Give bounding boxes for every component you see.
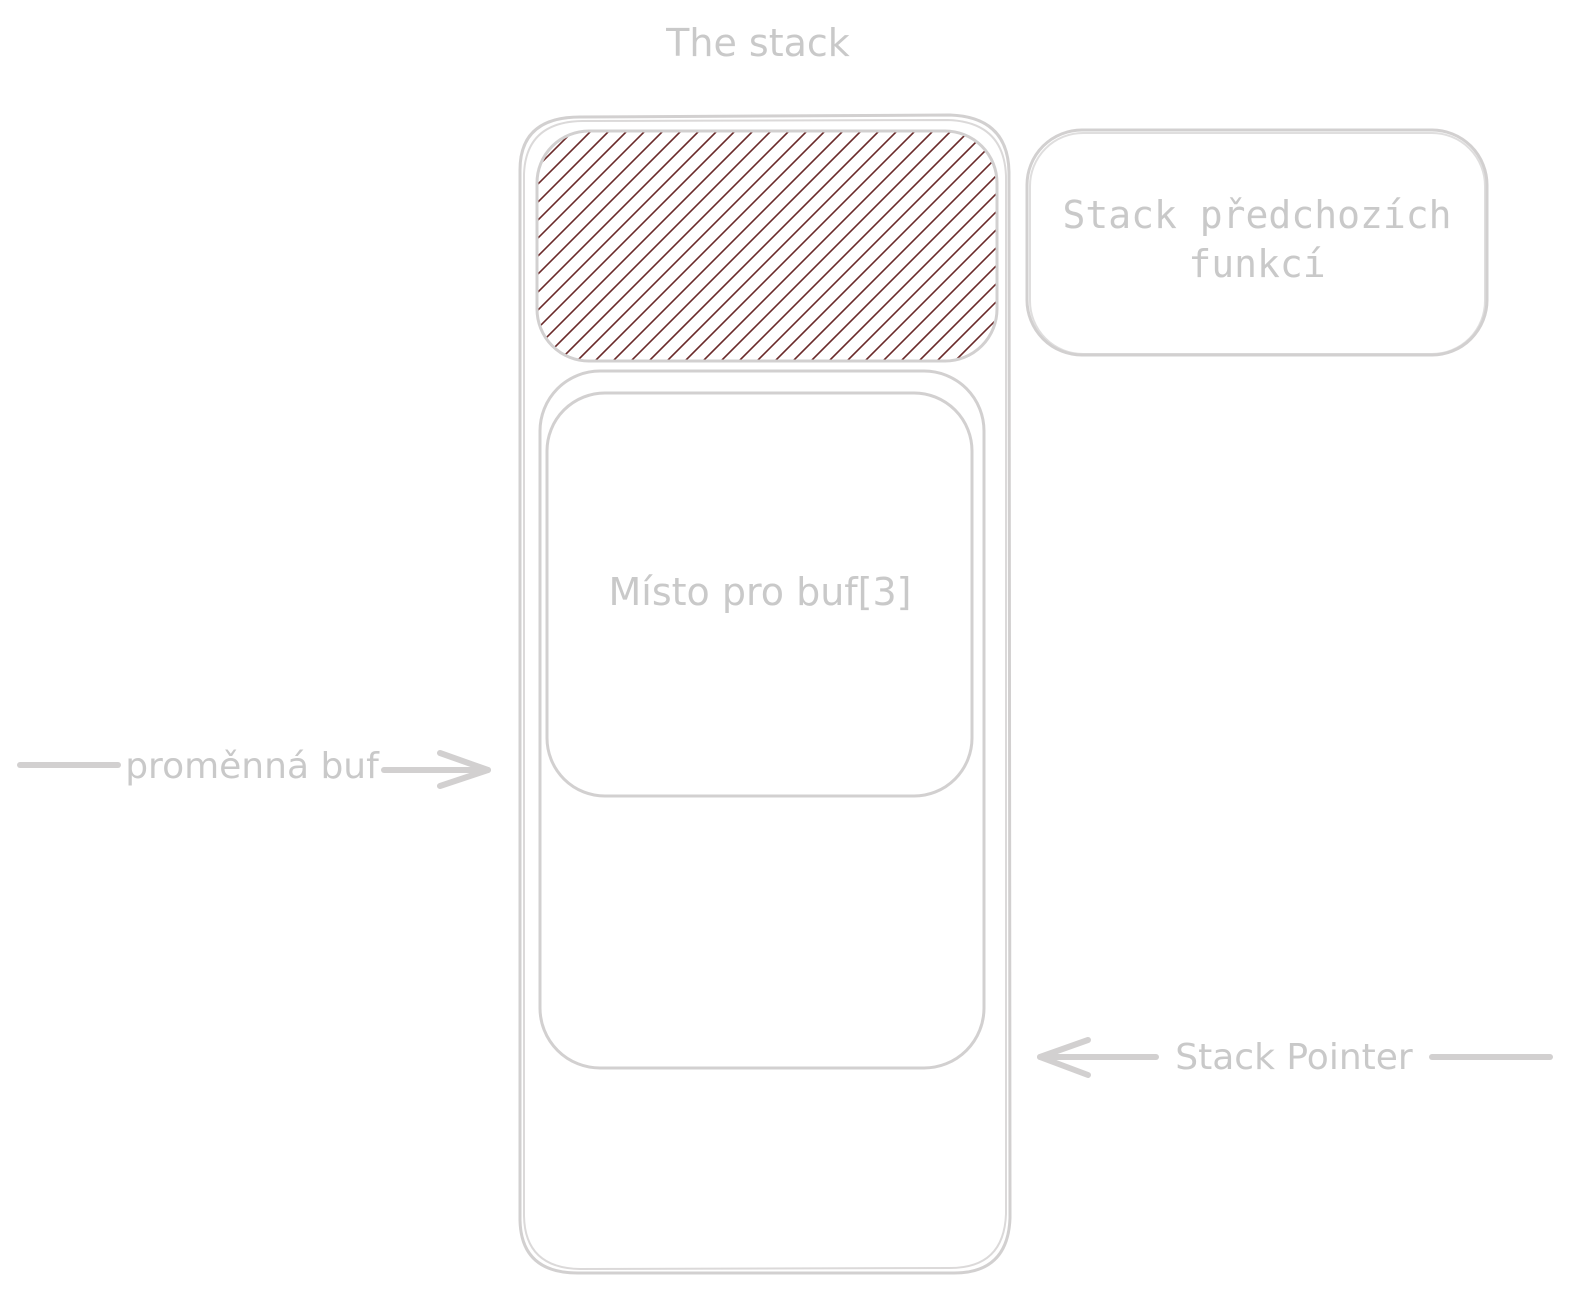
- hatch-line: [774, 131, 997, 361]
- stack-pointer-arrow: [1037, 1037, 1553, 1078]
- hatch-line: [756, 131, 988, 361]
- hatch-line: [537, 131, 538, 361]
- hatch-line: [537, 131, 610, 361]
- hatch-line: [576, 131, 808, 361]
- hatch-line: [537, 131, 664, 361]
- hatch-line: [846, 131, 997, 361]
- previous-stack-label-line1: Stack předchozích: [1063, 193, 1452, 237]
- hatch-line: [537, 131, 754, 361]
- hatch-line: [684, 131, 916, 361]
- variable-arrow: [17, 750, 491, 789]
- hatch-line: [537, 131, 736, 361]
- hatch-line: [954, 131, 997, 361]
- hatch-line: [828, 131, 997, 361]
- hatch-line: [537, 131, 700, 361]
- hatch-line: [882, 131, 997, 361]
- hatch-line: [936, 131, 997, 361]
- variable-arrow-label: proměnná buf: [125, 746, 380, 787]
- hatch-line: [792, 131, 997, 361]
- hatch-line: [537, 131, 592, 361]
- hatch-line: [702, 131, 934, 361]
- hatch-line: [558, 131, 790, 361]
- hatch-line: [540, 131, 772, 361]
- hatch-line: [537, 131, 682, 361]
- hatch-line: [864, 131, 997, 361]
- buffer-space-label: Místo pro buf[3]: [608, 570, 911, 614]
- buffer-space-box: [545, 391, 974, 798]
- hatch-line: [630, 131, 862, 361]
- previous-stack-label-line2: funkcí: [1188, 242, 1325, 286]
- hatch-line: [810, 131, 997, 361]
- hatch-line: [720, 131, 952, 361]
- hatch-line: [537, 131, 718, 361]
- hatch-line: [612, 131, 844, 361]
- diagram-title: The stack: [665, 21, 850, 65]
- hatch-line: [666, 131, 898, 361]
- hatch-line: [900, 131, 997, 361]
- hatch-line: [918, 131, 997, 361]
- hatched-region: [535, 129, 999, 363]
- hatch-line: [537, 131, 646, 361]
- stack-column: [518, 113, 1012, 1275]
- previous-stack-box: [1025, 128, 1489, 357]
- hatch-line: [594, 131, 826, 361]
- stack-pointer-label: Stack Pointer: [1175, 1037, 1413, 1078]
- stack-frame: [538, 369, 986, 1070]
- hatch-line: [738, 131, 970, 361]
- hatch-line: [648, 131, 880, 361]
- hatch-line: [537, 131, 628, 361]
